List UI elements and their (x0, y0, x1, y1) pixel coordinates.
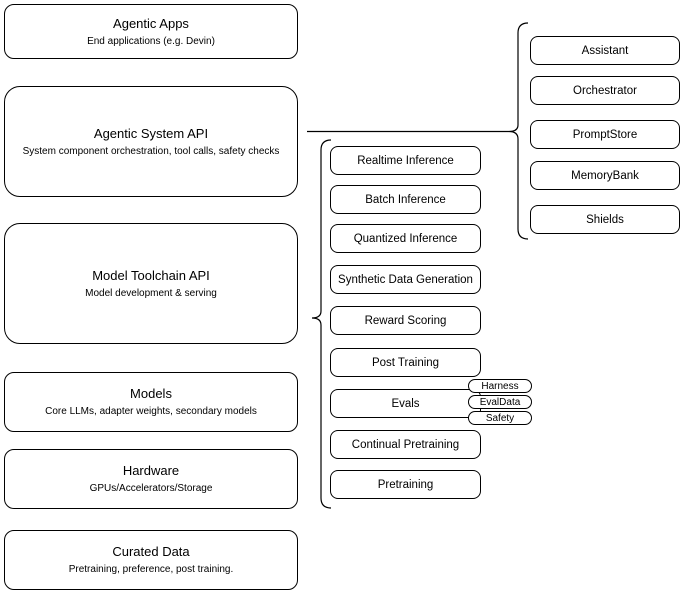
box-subtitle: Pretraining, preference, post training. (68, 564, 234, 575)
box-subtitle: End applications (e.g. Devin) (87, 35, 215, 47)
item-label: Shields (586, 213, 624, 226)
box-title: Models (130, 386, 172, 401)
toolchain-item-realtime-inference: Realtime Inference (330, 146, 481, 175)
box-subtitle: Core LLMs, adapter weights, secondary mo… (45, 406, 257, 417)
item-label: MemoryBank (571, 169, 639, 182)
toolchain-item-evals: Evals (330, 389, 481, 418)
toolchain-item-reward-scoring: Reward Scoring (330, 306, 481, 335)
item-label: Continual Pretraining (351, 438, 460, 451)
evals-tag-evaldata: EvalData (468, 395, 532, 409)
item-label: Synthetic Data Generation (338, 273, 473, 286)
models-box: Models Core LLMs, adapter weights, secon… (4, 372, 298, 432)
item-label: Pretraining (377, 478, 434, 491)
toolchain-item-batch-inference: Batch Inference (330, 185, 481, 214)
item-label: Reward Scoring (364, 314, 447, 327)
tag-label: Harness (481, 380, 519, 392)
item-label: Evals (391, 397, 420, 410)
system-item-orchestrator: Orchestrator (530, 76, 680, 105)
box-subtitle: System component orchestration, tool cal… (22, 145, 280, 157)
box-subtitle: GPUs/Accelerators/Storage (89, 483, 213, 494)
box-subtitle: Model development & serving (85, 287, 217, 299)
model-toolchain-api-box: Model Toolchain API Model development & … (4, 223, 298, 344)
agentic-apps-box: Agentic Apps End applications (e.g. Devi… (4, 4, 298, 59)
curated-data-box: Curated Data Pretraining, preference, po… (4, 530, 298, 590)
system-item-promptstore: PromptStore (530, 120, 680, 149)
system-group-brace (508, 22, 529, 240)
system-item-assistant: Assistant (530, 36, 680, 65)
item-label: Quantized Inference (353, 232, 458, 245)
item-label: Orchestrator (573, 84, 637, 97)
toolchain-item-pretraining: Pretraining (330, 470, 481, 499)
system-item-shields: Shields (530, 205, 680, 234)
tag-label: Safety (485, 412, 515, 424)
box-title: Agentic System API (93, 125, 209, 141)
item-label: Post Training (371, 356, 440, 369)
item-label: Batch Inference (365, 193, 446, 206)
box-title: Curated Data (112, 544, 190, 559)
system-item-memorybank: MemoryBank (530, 161, 680, 190)
box-title: Hardware (122, 463, 180, 478)
toolchain-item-post-training: Post Training (330, 348, 481, 377)
tag-label: EvalData (479, 396, 521, 408)
evals-tag-harness: Harness (468, 379, 532, 393)
toolchain-item-synthetic-data-generation: Synthetic Data Generation (330, 265, 481, 294)
toolchain-item-quantized-inference: Quantized Inference (330, 224, 481, 253)
item-label: Assistant (581, 44, 629, 57)
hardware-box: Hardware GPUs/Accelerators/Storage (4, 449, 298, 509)
item-label: PromptStore (572, 128, 638, 141)
toolchain-group-brace (311, 139, 332, 509)
agentic-system-api-box: Agentic System API System component orch… (4, 86, 298, 197)
box-title: Model Toolchain API (92, 267, 210, 283)
box-title: Agentic Apps (113, 15, 189, 31)
item-label: Realtime Inference (357, 154, 454, 167)
evals-tag-safety: Safety (468, 411, 532, 425)
toolchain-item-continual-pretraining: Continual Pretraining (330, 430, 481, 459)
